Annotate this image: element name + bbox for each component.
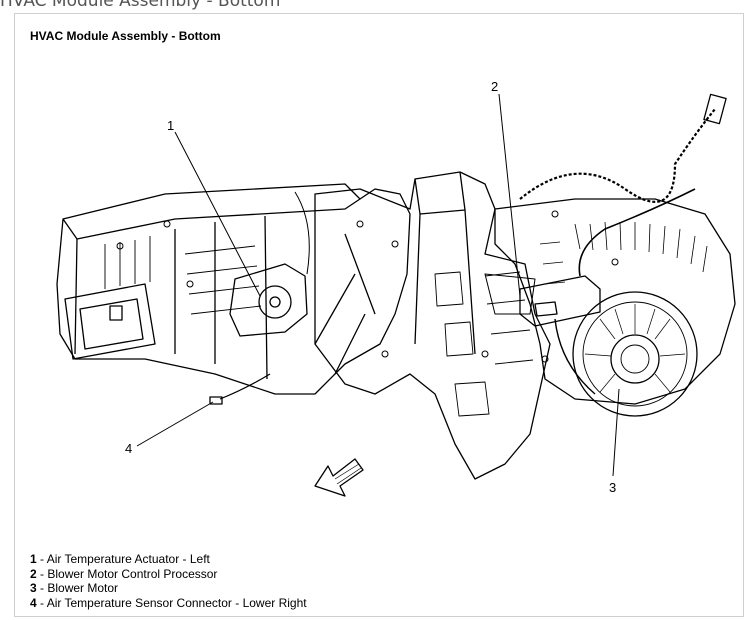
legend-item: 4 - Air Temperature Sensor Connector - L… — [30, 595, 307, 610]
air-temperature-sensor-connector — [209, 396, 223, 405]
blower-motor — [572, 291, 698, 417]
leader-line-2 — [498, 93, 521, 297]
leader-line-4 — [136, 401, 214, 447]
legend-item: 1 - Air Temperature Actuator - Left — [30, 552, 210, 566]
wire-harness — [519, 108, 716, 203]
outlet-tab — [109, 305, 123, 321]
callout-1-number: 1 — [167, 118, 174, 133]
blower-motor-control-processor — [519, 275, 601, 327]
harness-connector — [703, 93, 727, 125]
leader-line-1 — [174, 131, 261, 297]
callout-3-number: 3 — [609, 480, 616, 495]
leader-line-3 — [612, 388, 620, 477]
left-outlet-frame — [64, 283, 156, 360]
callout-2-number: 2 — [491, 79, 498, 94]
callout-legend: 1 - Air Temperature Actuator - Left 2 - … — [30, 552, 307, 610]
legend-item: 3 - Blower Motor — [30, 581, 119, 595]
figure-frame: HVAC Module Assembly - Bottom — [14, 13, 744, 617]
blower-housing — [494, 198, 736, 405]
direction-arrow — [314, 458, 364, 497]
callout-4-number: 4 — [125, 441, 132, 456]
hvac-module-drawing: 1 2 3 4 — [56, 79, 736, 497]
legend-item: 2 - Blower Motor Control Processor — [30, 566, 218, 581]
air-temperature-actuator-left — [229, 263, 308, 337]
center-housing — [314, 171, 551, 480]
figure-title: HVAC Module Assembly - Bottom — [30, 29, 221, 43]
left-housing-top-face — [62, 198, 361, 240]
page-caption: HVAC Module Assembly - Bottom — [0, 0, 281, 11]
